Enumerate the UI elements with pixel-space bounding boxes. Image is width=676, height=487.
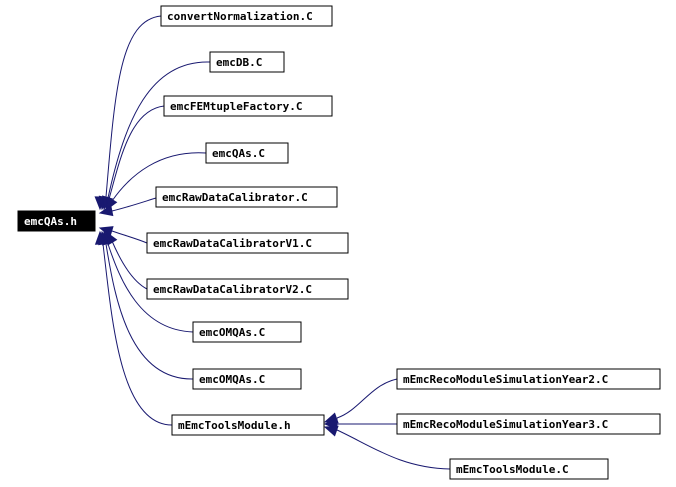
edge-emcRawDataCalibratorV1_C-to-emcQAs_h (98, 226, 148, 244)
node-label: emcQAs.C (212, 147, 265, 160)
edge-emcOMQAs_C_2-to-emcQAs_h (98, 230, 194, 380)
edge-line (111, 197, 157, 212)
node-box[interactable] (155, 186, 338, 208)
node-label: emcRawDataCalibratorV2.C (153, 283, 312, 296)
node-label: emcOMQAs.C (199, 373, 265, 386)
edge-emcFEMtupleFactory_C-to-emcQAs_h (102, 105, 165, 211)
edge-line (111, 230, 148, 244)
graph-node[interactable]: convertNormalization.C (160, 5, 333, 27)
node-label: mEmcToolsModule.h (178, 419, 291, 432)
edge-mEmcToolsModule_h-to-emcQAs_h (94, 230, 173, 426)
node-box[interactable] (209, 51, 285, 73)
edge-line (105, 15, 162, 198)
edge-line (107, 243, 194, 333)
edge-emcRawDataCalibrator_C-to-emcQAs_h (98, 197, 157, 217)
node-box[interactable] (192, 368, 302, 390)
node-label: emcRawDataCalibrator.C (162, 191, 308, 204)
node-label: emcQAs.h (24, 215, 77, 228)
edge-arrowhead (98, 226, 114, 238)
edge-line (111, 240, 148, 290)
edge-line (108, 105, 165, 200)
node-label: emcOMQAs.C (199, 326, 265, 339)
graph-node[interactable]: mEmcRecoModuleSimulationYear2.C (396, 368, 661, 390)
node-box[interactable] (192, 321, 302, 343)
edge-convertNormalization_C-to-emcQAs_h (94, 15, 162, 211)
node-box[interactable] (17, 210, 96, 232)
graph-node[interactable]: emcRawDataCalibrator.C (155, 186, 338, 208)
node-label: emcRawDataCalibratorV1.C (153, 237, 312, 250)
edge-arrowhead (98, 204, 114, 217)
graph-node[interactable]: emcRawDataCalibratorV1.C (146, 232, 349, 254)
edge-arrowhead (94, 230, 107, 245)
node-label: emcFEMtupleFactory.C (170, 100, 302, 113)
graph-node[interactable]: mEmcToolsModule.C (449, 458, 609, 480)
graph-node[interactable]: emcDB.C (209, 51, 285, 73)
node-label: mEmcRecoModuleSimulationYear3.C (403, 418, 608, 431)
node-box[interactable] (171, 414, 325, 436)
graph-node[interactable]: emcOMQAs.C (192, 321, 302, 343)
edge-mEmcRecoModuleSimulationYear2_C-to-mEmcToolsModule_h (323, 378, 398, 424)
node-label: mEmcToolsModule.C (456, 463, 569, 476)
edge-line (107, 61, 211, 199)
root-node[interactable]: emcQAs.h (17, 210, 96, 232)
node-box[interactable] (163, 95, 333, 117)
node-box[interactable] (146, 232, 349, 254)
node-box[interactable] (205, 142, 289, 164)
node-box[interactable] (396, 413, 661, 435)
graph-node[interactable]: emcOMQAs.C (192, 368, 302, 390)
graph-node[interactable]: mEmcToolsModule.h (171, 414, 325, 436)
node-box[interactable] (449, 458, 609, 480)
nodes-layer: emcQAs.h convertNormalization.C emcDB.C emc… (17, 5, 661, 480)
edge-line (105, 243, 194, 380)
graph-node[interactable]: emcRawDataCalibratorV2.C (146, 278, 349, 300)
node-label: emcDB.C (216, 56, 262, 69)
edge-mEmcToolsModule_C-to-mEmcToolsModule_h (323, 425, 451, 470)
node-label: convertNormalization.C (167, 10, 313, 23)
edge-line (336, 429, 451, 470)
edge-line (111, 152, 207, 202)
graph-node[interactable]: emcQAs.C (205, 142, 289, 164)
edge-line (336, 378, 398, 419)
graph-node[interactable]: emcFEMtupleFactory.C (163, 95, 333, 117)
node-label: mEmcRecoModuleSimulationYear2.C (403, 373, 608, 386)
edge-arrowhead (323, 425, 339, 437)
node-box[interactable] (146, 278, 349, 300)
edges-layer (94, 15, 451, 470)
node-box[interactable] (160, 5, 333, 27)
node-box[interactable] (396, 368, 661, 390)
graph-node[interactable]: mEmcRecoModuleSimulationYear3.C (396, 413, 661, 435)
edge-line (102, 243, 173, 426)
